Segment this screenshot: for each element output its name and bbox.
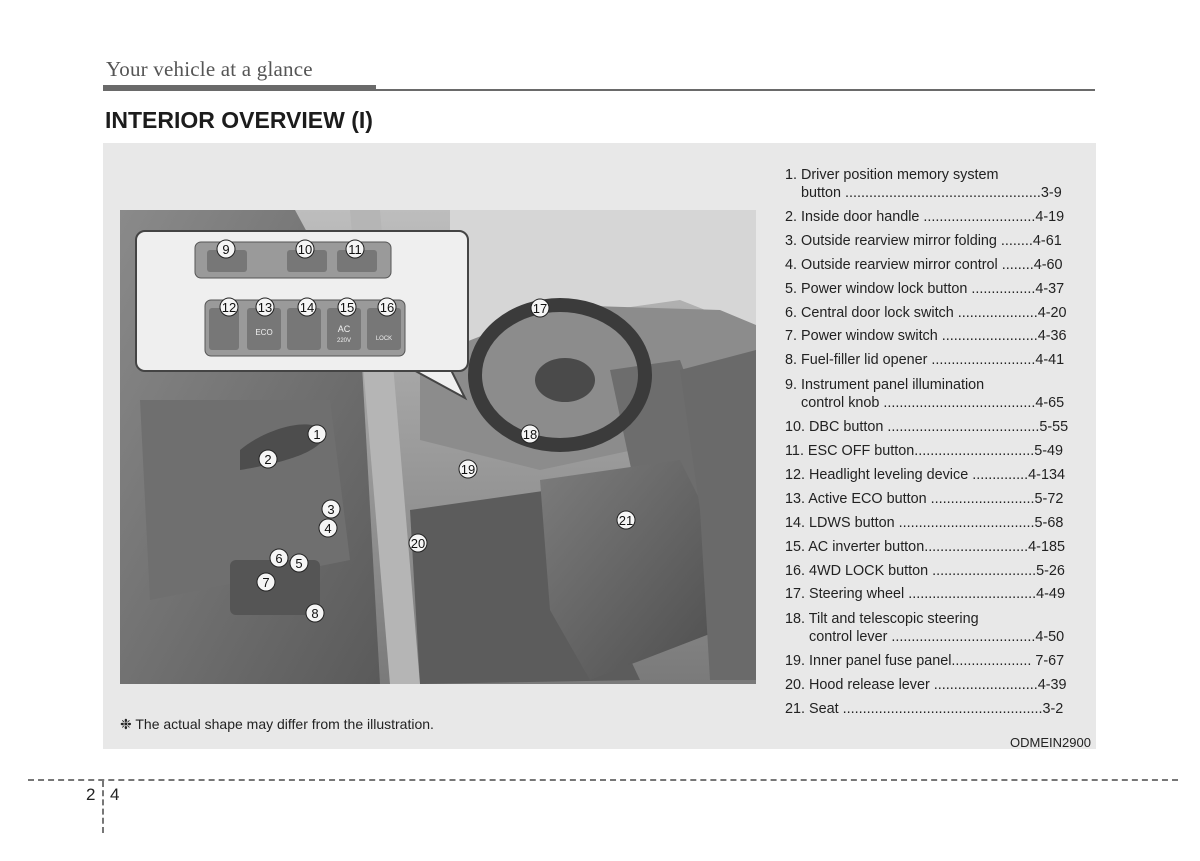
footer-divider xyxy=(102,781,104,833)
legend-item: 19. Inner panel fuse panel..............… xyxy=(785,653,1065,670)
svg-text:15: 15 xyxy=(340,300,354,315)
callout-4: 4 xyxy=(318,518,338,538)
legend-item: 4. Outside rearview mirror control .....… xyxy=(785,256,1063,273)
callout-markers: 1 2 3 4 5 6 7 8 17 18 19 20 21 xyxy=(256,298,636,623)
svg-text:11: 11 xyxy=(348,242,362,257)
callout-20: 20 xyxy=(408,533,428,553)
svg-text:1: 1 xyxy=(313,427,320,442)
legend-item: 3. Outside rearview mirror folding .....… xyxy=(785,232,1062,249)
svg-text:16: 16 xyxy=(380,300,394,315)
svg-text:2: 2 xyxy=(264,452,271,467)
svg-text:3: 3 xyxy=(327,502,334,517)
svg-text:4: 4 xyxy=(324,521,331,536)
svg-text:6: 6 xyxy=(275,551,282,566)
legend-item: 16. 4WD LOCK button ....................… xyxy=(785,562,1065,579)
callout-15: 15 xyxy=(337,297,357,317)
callout-2: 2 xyxy=(258,449,278,469)
svg-text:17: 17 xyxy=(533,301,547,316)
svg-text:21: 21 xyxy=(619,513,633,528)
lower-switch-strip: ECO AC 220V LOCK xyxy=(204,299,406,357)
page-number: 4 xyxy=(110,785,120,804)
legend-item: 10. DBC button .........................… xyxy=(785,419,1069,436)
ac-button-label: AC xyxy=(338,324,351,334)
page-section-number: 2 xyxy=(86,785,96,804)
svg-text:7: 7 xyxy=(262,575,269,590)
legend-item: 7. Power window switch .................… xyxy=(785,328,1067,345)
header-rule-thin xyxy=(376,89,1095,91)
legend-item: 13. Active ECO button ..................… xyxy=(785,490,1064,507)
interior-illustration: 1 2 3 4 5 6 7 8 17 18 19 20 21 xyxy=(120,210,756,684)
callout-8: 8 xyxy=(305,603,325,623)
illustration-disclaimer: ❉ The actual shape may differ from the i… xyxy=(120,716,434,732)
callout-14: 14 xyxy=(297,297,317,317)
callout-18: 18 xyxy=(520,424,540,444)
svg-text:18: 18 xyxy=(523,427,537,442)
legend-item: 15. AC inverter button..................… xyxy=(785,538,1065,555)
ac-voltage-label: 220V xyxy=(337,338,351,344)
callout-3: 3 xyxy=(321,499,341,519)
svg-text:12: 12 xyxy=(222,300,236,315)
svg-text:14: 14 xyxy=(300,300,314,315)
legend-item: 20. Hood release lever .................… xyxy=(785,677,1067,694)
eco-button-label: ECO xyxy=(255,328,272,337)
callout-13: 13 xyxy=(255,297,275,317)
callout-9: 9 xyxy=(216,239,236,259)
page-header-title: Your vehicle at a glance xyxy=(106,57,313,81)
svg-text:5: 5 xyxy=(295,556,302,571)
legend-item: 14. LDWS button ........................… xyxy=(785,514,1064,531)
callout-12: 12 xyxy=(219,297,239,317)
legend-item: 21. Seat ...............................… xyxy=(785,701,1064,718)
callout-7: 7 xyxy=(256,572,276,592)
callout-5: 5 xyxy=(289,553,309,573)
legend-item: 17. Steering wheel .....................… xyxy=(785,586,1065,603)
lock-button-label: LOCK xyxy=(376,336,392,342)
callout-21: 21 xyxy=(616,510,636,530)
svg-text:19: 19 xyxy=(461,462,475,477)
switch-detail-inset: ECO AC 220V LOCK 9 10 11 12 13 14 15 16 xyxy=(135,230,469,372)
footer-rule xyxy=(28,779,1178,781)
svg-text:20: 20 xyxy=(411,536,425,551)
callout-19: 19 xyxy=(458,459,478,479)
legend-item: 11. ESC OFF button......................… xyxy=(785,443,1064,460)
callout-11: 11 xyxy=(345,239,365,259)
callout-6: 6 xyxy=(269,548,289,568)
callout-16: 16 xyxy=(377,297,397,317)
legend-item: 6. Central door lock switch ............… xyxy=(785,304,1067,321)
callout-1: 1 xyxy=(307,424,327,444)
image-code: ODMEIN2900 xyxy=(1010,735,1091,750)
legend-item: 5. Power window lock button ............… xyxy=(785,280,1065,297)
legend-item: 2. Inside door handle ..................… xyxy=(785,209,1065,225)
svg-text:13: 13 xyxy=(258,300,272,315)
svg-text:10: 10 xyxy=(298,242,312,257)
legend-item: 8. Fuel-filler lid opener ..............… xyxy=(785,352,1065,369)
callout-10: 10 xyxy=(295,239,315,259)
upper-switch-strip xyxy=(194,241,392,279)
section-heading: INTERIOR OVERVIEW (I) xyxy=(105,107,373,133)
svg-text:9: 9 xyxy=(222,242,229,257)
legend-item: 12. Headlight leveling device ..........… xyxy=(785,467,1065,484)
header-rule-thick xyxy=(103,85,376,91)
callout-17: 17 xyxy=(530,298,550,318)
svg-text:8: 8 xyxy=(311,606,318,621)
